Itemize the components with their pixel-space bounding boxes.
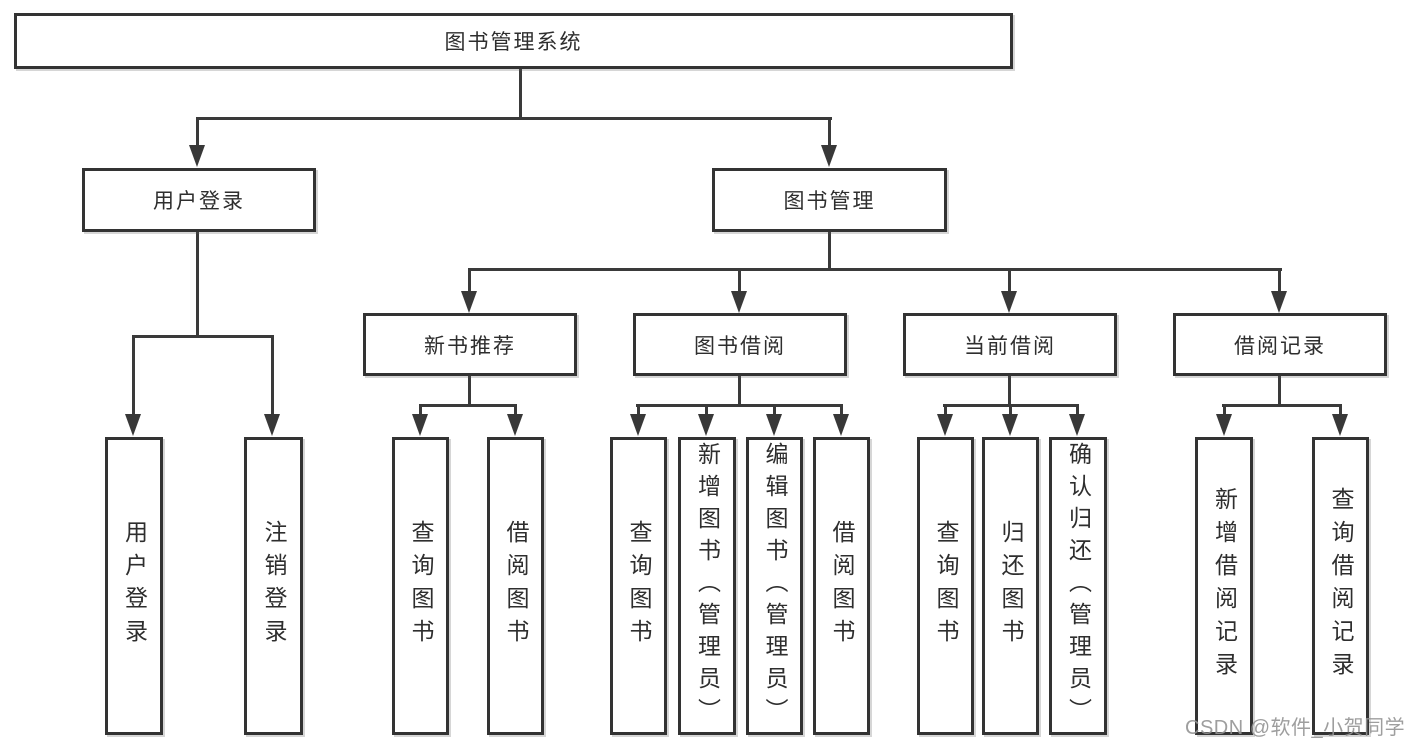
connector-newbook-stem-1 bbox=[419, 404, 422, 414]
arrowhead-down bbox=[507, 414, 523, 436]
node-book-borrow: 图书借阅 bbox=[633, 313, 847, 376]
leaf-borrow-query: 查询图书 bbox=[610, 437, 667, 735]
arrowhead-down bbox=[937, 414, 953, 436]
connector-record-stem bbox=[1278, 376, 1281, 406]
csdn-watermark: CSDN @软件_小贺同学 bbox=[1185, 717, 1405, 739]
node-book-borrow-label: 图书借阅 bbox=[694, 334, 786, 358]
node-current-borrow: 当前借阅 bbox=[903, 313, 1117, 376]
leaf-borrow-book-label: 借阅图书 bbox=[829, 520, 855, 652]
connector-borrow-stem bbox=[738, 376, 741, 406]
connector-borrow-hline bbox=[636, 404, 843, 407]
connector-level3-stem-2 bbox=[738, 268, 741, 293]
arrowhead-down bbox=[461, 291, 477, 313]
node-book-management: 图书管理 bbox=[712, 168, 947, 232]
arrowhead-down bbox=[766, 414, 782, 436]
leaf-record-add: 新增借阅记录 bbox=[1195, 437, 1253, 735]
connector-userlogin-stem-1 bbox=[132, 335, 135, 415]
connector-userlogin-stem bbox=[196, 232, 199, 338]
node-user-login-label: 用户登录 bbox=[153, 190, 245, 213]
node-borrow-records: 借阅记录 bbox=[1173, 313, 1387, 376]
connector-current-stem-1 bbox=[944, 404, 947, 414]
connector-record-hline bbox=[1222, 404, 1342, 407]
leaf-record-query: 查询借阅记录 bbox=[1312, 437, 1369, 735]
arrowhead-down bbox=[833, 414, 849, 436]
leaf-borrow-book: 借阅图书 bbox=[813, 437, 870, 735]
arrowhead-down bbox=[264, 414, 280, 436]
node-root: 图书管理系统 bbox=[14, 13, 1013, 69]
arrowhead-down bbox=[630, 414, 646, 436]
connector-root-stem bbox=[519, 69, 522, 120]
arrowhead-down bbox=[189, 145, 205, 167]
connector-userlogin-stem-2 bbox=[271, 335, 274, 415]
leaf-logout: 注销登录 bbox=[244, 437, 303, 735]
leaf-user-login: 用户登录 bbox=[105, 437, 163, 735]
leaf-newbook-query-label: 查询图书 bbox=[408, 520, 434, 652]
leaf-current-query: 查询图书 bbox=[917, 437, 974, 735]
connector-level3-stem-4 bbox=[1278, 268, 1281, 293]
node-borrow-records-label: 借阅记录 bbox=[1234, 334, 1326, 358]
connector-borrow-stem-1 bbox=[637, 404, 640, 414]
connector-newbook-stem-2 bbox=[514, 404, 517, 414]
connector-level3-hline bbox=[468, 268, 1282, 271]
connector-current-stem-2 bbox=[1009, 404, 1012, 414]
leaf-current-query-label: 查询图书 bbox=[933, 520, 959, 652]
leaf-borrow-add-admin-label: 新增图书（管理员） bbox=[694, 442, 721, 730]
connector-record-stem-1 bbox=[1223, 404, 1226, 414]
leaf-borrow-edit-admin: 编辑图书（管理员） bbox=[746, 437, 803, 735]
node-current-borrow-label: 当前借阅 bbox=[964, 334, 1056, 358]
connector-borrow-stem-3 bbox=[773, 404, 776, 414]
connector-record-stem-2 bbox=[1339, 404, 1342, 414]
connector-newbook-hline bbox=[419, 404, 517, 407]
arrowhead-down bbox=[698, 414, 714, 436]
connector-current-stem bbox=[1008, 376, 1011, 406]
connector-newbook-stem bbox=[468, 376, 471, 406]
leaf-current-confirm-admin: 确认归还（管理员） bbox=[1049, 437, 1107, 735]
arrowhead-down bbox=[412, 414, 428, 436]
arrowhead-down bbox=[821, 145, 837, 167]
leaf-current-return-label: 归还图书 bbox=[998, 520, 1024, 652]
leaf-user-login-label: 用户登录 bbox=[121, 520, 148, 652]
arrowhead-down bbox=[731, 291, 747, 313]
node-user-login: 用户登录 bbox=[82, 168, 316, 232]
leaf-newbook-borrow-label: 借阅图书 bbox=[503, 520, 529, 652]
connector-current-stem-3 bbox=[1076, 404, 1079, 414]
leaf-newbook-query: 查询图书 bbox=[392, 437, 449, 735]
connector-bookmgmt-stem bbox=[828, 232, 831, 271]
leaf-borrow-query-label: 查询图书 bbox=[626, 520, 652, 652]
leaf-logout-label: 注销登录 bbox=[261, 520, 287, 652]
leaf-newbook-borrow: 借阅图书 bbox=[487, 437, 544, 735]
connector-userlogin-hline bbox=[132, 335, 274, 338]
arrowhead-down bbox=[125, 414, 141, 436]
connector-borrow-stem-2 bbox=[705, 404, 708, 414]
node-root-label: 图书管理系统 bbox=[444, 31, 583, 54]
arrowhead-down bbox=[1069, 414, 1085, 436]
arrowhead-down bbox=[1002, 414, 1018, 436]
connector-level3-stem-3 bbox=[1008, 268, 1011, 293]
connector-level3-stem-1 bbox=[468, 268, 471, 293]
connector-level2-hline bbox=[196, 117, 832, 120]
arrowhead-down bbox=[1332, 414, 1348, 436]
arrowhead-down bbox=[1001, 291, 1017, 313]
connector-borrow-stem-4 bbox=[840, 404, 843, 414]
leaf-current-return: 归还图书 bbox=[982, 437, 1039, 735]
connector-level2-stem-left bbox=[196, 117, 199, 146]
leaf-borrow-add-admin: 新增图书（管理员） bbox=[678, 437, 736, 735]
arrowhead-down bbox=[1271, 291, 1287, 313]
node-new-book-recommend-label: 新书推荐 bbox=[424, 334, 516, 358]
node-book-management-label: 图书管理 bbox=[783, 190, 876, 213]
arrowhead-down bbox=[1216, 414, 1232, 436]
leaf-borrow-edit-admin-label: 编辑图书（管理员） bbox=[762, 442, 788, 730]
connector-level2-stem-right bbox=[828, 117, 831, 146]
leaf-current-confirm-admin-label: 确认归还（管理员） bbox=[1065, 442, 1092, 730]
leaf-record-query-label: 查询借阅记录 bbox=[1328, 487, 1354, 685]
leaf-record-add-label: 新增借阅记录 bbox=[1211, 487, 1238, 685]
node-new-book-recommend: 新书推荐 bbox=[363, 313, 577, 376]
